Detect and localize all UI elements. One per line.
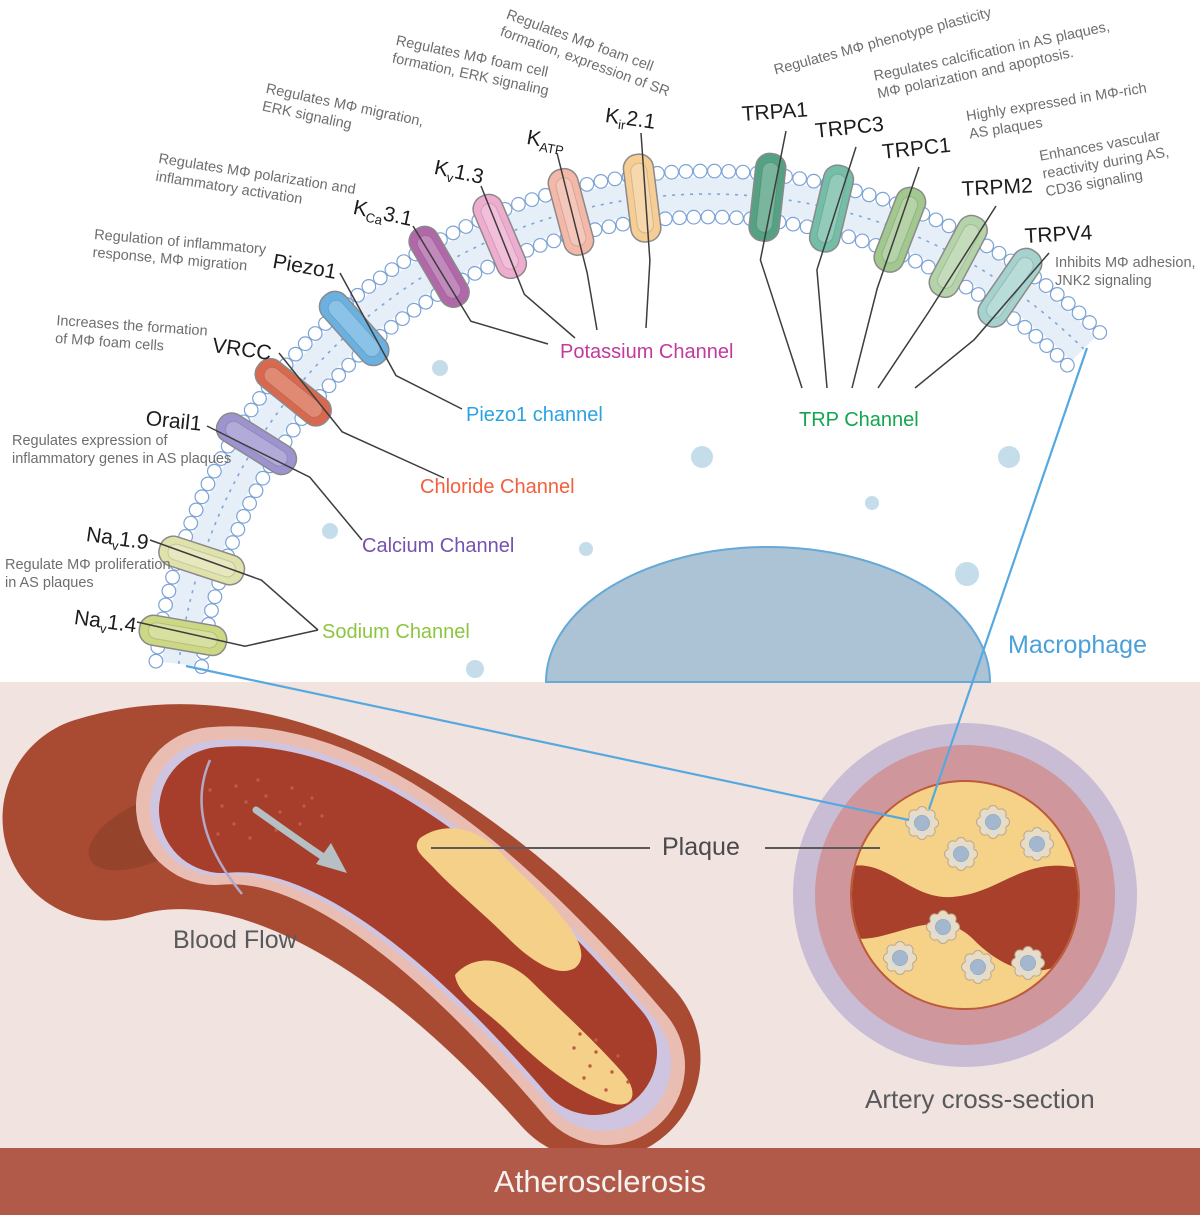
lead-line-nav14 [136,621,319,647]
lead-line-trpc1 [851,166,920,389]
macrophage-cell [883,941,917,975]
channel-pill-nav14 [138,614,228,657]
macrophage-cell [944,837,978,871]
channel-pill-piezo1 [318,290,390,367]
vesicle-dot [865,496,879,510]
macrophage-cell [961,950,995,984]
lead-line-nav19 [149,539,319,631]
channel-pill-kir21 [622,153,662,243]
channel-pill-trpa1 [748,152,787,242]
plaque-deposit-upper [416,828,582,972]
vesicle-dot [691,446,713,468]
channel-pill-katp [547,167,595,256]
lead-line-vrcc [278,352,445,479]
channel-pills [138,152,1043,657]
lead-line-trpm2 [877,205,997,389]
vesicle-dot [466,660,484,678]
banner: Atherosclerosis [0,1148,1200,1215]
vesicle-dot [322,523,338,539]
lead-line-kca31 [412,225,549,345]
blood-flow-arrow [252,806,347,873]
channel-pill-trpc3 [808,164,855,253]
channel-pill-trpm2 [928,214,988,299]
channel-pill-orail1 [215,412,298,476]
lead-line-katp [556,152,598,331]
vesicle-dot [998,446,1020,468]
lead-line-kir21 [640,132,651,329]
channel-pill-vrcc [254,357,332,427]
macrophage-cell [1011,946,1045,980]
artery-cross-section [793,723,1137,1067]
banner-title: Atherosclerosis [494,1164,706,1199]
zoom-connector-line [185,664,910,822]
vesicle-dot [432,360,448,376]
vesicle-dot [579,542,593,556]
channel-pill-trpv4 [977,247,1043,328]
macrophage-cell [926,910,960,944]
vesicle-dot [955,562,979,586]
artery-tube [2,704,701,1161]
lead-line-orail1 [206,425,363,541]
macrophage-cell [976,805,1010,839]
lead-line-trpa1 [759,130,803,389]
lead-lines [136,130,1050,647]
cross-section-lumen [852,865,1078,971]
lead-line-piezo1 [339,272,463,410]
zoom-connector-line [927,347,1089,810]
lead-line-kv13 [480,185,576,339]
lead-line-trpv4 [914,252,1050,389]
lead-line-trpc3 [816,146,857,389]
macrophage-cell [905,806,939,840]
plaque-deposit-lower [455,960,633,1105]
macrophage-cell [1020,827,1054,861]
macrophage-nucleus [544,546,992,683]
